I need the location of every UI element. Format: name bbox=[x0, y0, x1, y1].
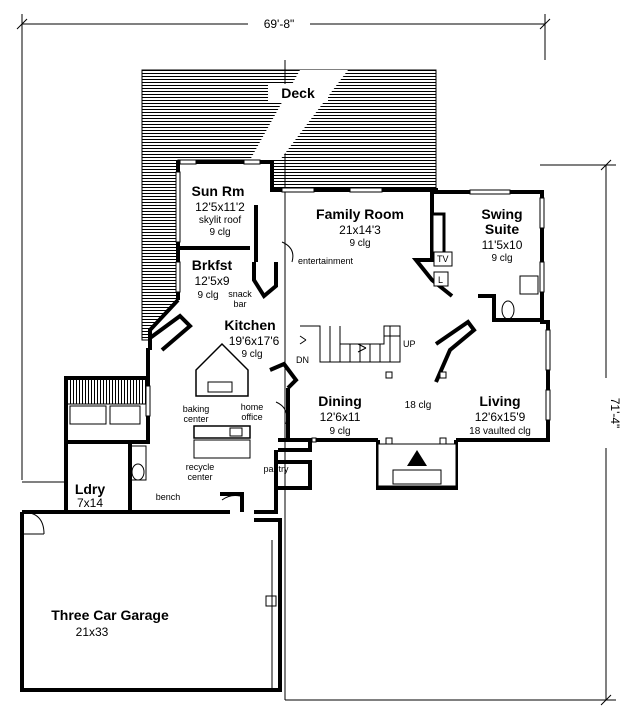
living-name: Living bbox=[479, 393, 520, 409]
dining-name: Dining bbox=[318, 393, 362, 409]
recycle-center-label-1: recycle bbox=[186, 462, 215, 472]
home-office-label-2: office bbox=[241, 412, 262, 422]
laundry-size: 7x14 bbox=[77, 496, 103, 510]
family-room-size: 21x14'3 bbox=[339, 223, 381, 237]
stairs bbox=[299, 325, 401, 363]
swing-suite-clg: 9 clg bbox=[491, 253, 512, 264]
living-clg: 18 vaulted clg bbox=[469, 426, 531, 437]
foyer-clg: 18 clg bbox=[405, 400, 432, 411]
recycle-center-label-2: center bbox=[187, 472, 212, 482]
dining-size: 12'6x11 bbox=[320, 410, 361, 424]
windows bbox=[145, 159, 551, 443]
up-label: UP bbox=[403, 339, 416, 349]
home-office-label-1: home bbox=[241, 402, 264, 412]
laundry-name: Ldry bbox=[75, 481, 106, 497]
snack-bar-label-1: snack bbox=[228, 289, 252, 299]
entertainment-label: entertainment bbox=[298, 256, 354, 266]
overall-width-label: 69'-8" bbox=[264, 17, 295, 31]
brkfst-clg: 9 clg bbox=[197, 290, 218, 301]
swing-suite-name-1: Swing bbox=[481, 206, 522, 222]
kitchen-clg: 9 clg bbox=[241, 349, 262, 360]
tv-label: TV bbox=[437, 254, 449, 264]
living-size: 12'6x15'9 bbox=[475, 410, 526, 424]
l-label: L bbox=[438, 275, 443, 285]
overall-depth-dimension: 71'-4" bbox=[285, 159, 622, 706]
pantry-label: pantry bbox=[263, 464, 289, 474]
kitchen-size: 19'6x17'6 bbox=[229, 334, 280, 348]
overall-width-dimension: 69'-8" bbox=[16, 14, 551, 60]
snack-bar-label-2: bar bbox=[233, 299, 246, 309]
overall-depth-label: 71'-4" bbox=[608, 398, 622, 429]
deck-label: Deck bbox=[281, 85, 315, 101]
dn-label: DN bbox=[296, 355, 309, 365]
brkfst-size: 12'5x9 bbox=[195, 274, 230, 288]
baking-center-label-1: baking bbox=[183, 404, 210, 414]
sunroom-clg: 9 clg bbox=[209, 227, 230, 238]
swing-suite-name-2: Suite bbox=[485, 221, 519, 237]
garage-name: Three Car Garage bbox=[51, 607, 169, 623]
swing-suite-size: 11'5x10 bbox=[482, 238, 523, 252]
bench-label: bench bbox=[156, 492, 181, 502]
brkfst-name: Brkfst bbox=[192, 257, 233, 273]
sunroom-name: Sun Rm bbox=[192, 183, 245, 199]
kitchen-name: Kitchen bbox=[224, 317, 275, 333]
garage-wall bbox=[20, 512, 282, 692]
sunroom-note: skylit roof bbox=[199, 215, 241, 226]
sunroom-size: 12'5x11'2 bbox=[195, 200, 245, 214]
entry-arrow-icon bbox=[407, 450, 427, 466]
family-room-clg: 9 clg bbox=[349, 238, 370, 249]
baking-center-label-2: center bbox=[183, 414, 208, 424]
family-room-name: Family Room bbox=[316, 206, 404, 222]
dining-clg: 9 clg bbox=[329, 426, 350, 437]
garage-size: 21x33 bbox=[76, 625, 109, 639]
kitchen-island bbox=[195, 342, 249, 397]
fireplace bbox=[430, 212, 453, 287]
